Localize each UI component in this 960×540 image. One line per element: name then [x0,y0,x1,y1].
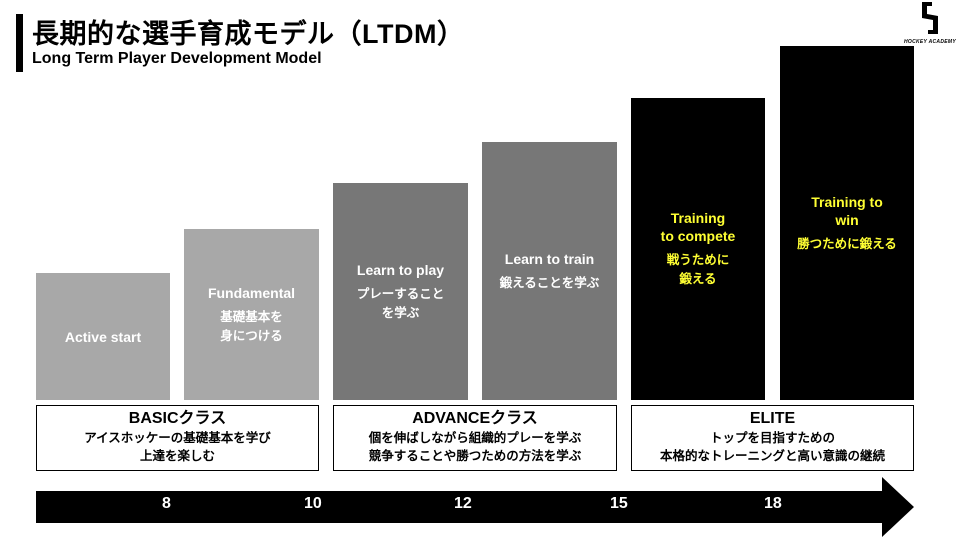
stage-label-en: Learn to train [504,250,595,267]
stage-bar-fundamental: Fundamental 基礎基本を 身につける [184,229,319,400]
stage-bar-learn-to-play: Learn to play プレーすること を学ぶ [333,183,468,400]
class-description: トップを目指すための 本格的なトレーニングと高い意識の継続 [659,431,885,463]
stage-bar-training-to-win: Training to win 勝つために鍛える [780,46,914,400]
stage-label-en: Fundamental [207,284,296,301]
class-description: 個を伸ばしながら組織的プレーを学ぶ 競争することや勝つための方法を学ぶ [368,431,582,463]
stage-label-jp: プレーすること を学ぶ [356,286,445,320]
page-subtitle: Long Term Player Development Model [32,50,322,67]
stage-bar-training-to-compete: Training to compete 戦うために 鍛える [631,98,765,400]
class-box-elite: ELITE トップを目指すための 本格的なトレーニングと高い意識の継続 [631,405,914,471]
logo-icon [922,2,938,34]
stage-label-en: Learn to play [356,261,445,278]
age-label-10: 10 [304,495,322,512]
class-box-advance: ADVANCEクラス 個を伸ばしながら組織的プレーを学ぶ 競争することや勝つため… [333,405,617,471]
logo-text: HOCKEY ACADEMY [904,39,956,45]
stage-label-jp: 基礎基本を 身につける [220,309,283,343]
class-box-basic: BASICクラス アイスホッケーの基礎基本を学び 上達を楽しむ [36,405,319,471]
class-name: BASICクラス [128,410,227,427]
class-name: ELITE [749,410,796,427]
title-accent-bar [16,14,23,72]
stage-label-jp: 鍛えることを学ぶ [499,275,600,290]
age-label-15: 15 [610,495,628,512]
stage-bar-learn-to-train: Learn to train 鍛えることを学ぶ [482,142,617,400]
age-label-12: 12 [454,495,472,512]
age-label-18: 18 [764,495,782,512]
page-title: 長期的な選手育成モデル（LTDM） [32,19,465,49]
hockey-academy-logo: HOCKEY ACADEMY [900,2,960,45]
stage-bar-active-start: Active start [36,273,170,400]
age-timeline-arrow [36,477,914,537]
class-name: ADVANCEクラス [412,410,538,427]
stage-label-en: Active start [64,328,142,345]
stage-label-jp: 戦うために 鍛える [666,253,730,286]
stage-label-jp: 勝つために鍛える [797,236,897,251]
class-description: アイスホッケーの基礎基本を学び 上達を楽しむ [84,431,271,463]
stage-label-en: Training to compete [660,210,736,244]
age-label-8: 8 [162,495,171,512]
stage-label-en: Training to win [811,193,883,228]
